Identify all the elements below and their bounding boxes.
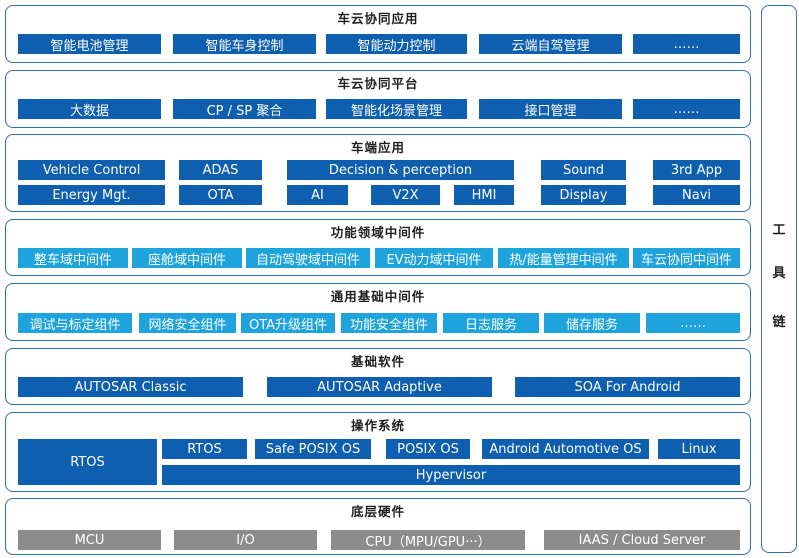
box-energy-mgt: Energy Mgt. <box>18 185 165 205</box>
toolchain-char: 具 <box>772 266 786 281</box>
box-display: Display <box>541 185 626 205</box>
box-soa-android: SOA For Android <box>515 377 740 397</box>
box-cpu: CPU（MPU/GPU···） <box>331 530 525 550</box>
box-vehicle-domain-mw: 整车域中间件 <box>18 248 128 268</box>
layer-cloud-vehicle-app: 车云协同应用 智能电池管理 智能车身控制 智能动力控制 云端自驾管理 …… <box>5 5 751 63</box>
box-debug-calib: 调试与标定组件 <box>18 313 132 333</box>
box-more: …… <box>646 313 740 333</box>
layer-common-middleware: 通用基础中间件 调试与标定组件 网络安全组件 OTA升级组件 功能安全组件 日志… <box>5 283 751 341</box>
toolchain-char: 工 <box>772 223 786 238</box>
box-android-automotive: Android Automotive OS <box>482 439 649 459</box>
box-3rd-app: 3rd App <box>653 160 740 180</box>
box-autosar-classic: AUTOSAR Classic <box>18 377 243 397</box>
box-ai: AI <box>287 185 348 205</box>
box-ota-upgrade: OTA升级组件 <box>241 313 335 333</box>
box-log-service: 日志服务 <box>443 313 539 333</box>
box-cloud-autodrive: 云端自驾管理 <box>479 34 622 54</box>
box-cloud-server: IAAS / Cloud Server <box>544 530 740 550</box>
layer-hardware: 底层硬件 MCU I/O CPU（MPU/GPU···） IAAS / Clou… <box>5 498 751 555</box>
box-autosar-adaptive: AUTOSAR Adaptive <box>267 377 492 397</box>
box-sound: Sound <box>541 160 626 180</box>
layer-base-software: 基础软件 AUTOSAR Classic AUTOSAR Adaptive SO… <box>5 348 751 405</box>
box-vehicle-control: Vehicle Control <box>18 160 165 180</box>
layer-title: 功能领域中间件 <box>330 225 426 240</box>
box-functional-safety: 功能安全组件 <box>341 313 437 333</box>
toolchain-sidebar: 工 具 链 <box>761 5 797 553</box>
box-ev-domain-mw: EV动力域中间件 <box>375 248 493 268</box>
box-cockpit-domain-mw: 座舱域中间件 <box>132 248 242 268</box>
box-interface-mgmt: 接口管理 <box>479 99 622 119</box>
box-navi: Navi <box>653 185 740 205</box>
box-rtos-main: RTOS <box>18 439 157 485</box>
box-more: …… <box>633 99 740 119</box>
layer-domain-middleware: 功能领域中间件 整车域中间件 座舱域中间件 自动驾驶域中间件 EV动力域中间件 … <box>5 219 751 276</box>
layer-title: 通用基础中间件 <box>330 289 426 304</box>
layer-cloud-vehicle-platform: 车云协同平台 大数据 CP / SP 聚合 智能化场景管理 接口管理 …… <box>5 70 751 128</box>
box-adas: ADAS <box>179 160 262 180</box>
box-io: I/O <box>174 530 317 550</box>
box-smart-battery: 智能电池管理 <box>18 34 161 54</box>
layer-title: 基础软件 <box>350 354 405 369</box>
layer-operating-system: 操作系统 RTOS RTOS Safe POSIX OS POSIX OS An… <box>5 412 751 492</box>
box-hmi: HMI <box>454 185 514 205</box>
box-smart-power: 智能动力控制 <box>326 34 467 54</box>
box-ota: OTA <box>179 185 262 205</box>
box-hypervisor: Hypervisor <box>162 465 740 485</box>
box-storage-service: 储存服务 <box>544 313 640 333</box>
layer-title: 底层硬件 <box>350 504 405 519</box>
box-thermal-mw: 热/能量管理中间件 <box>498 248 629 268</box>
box-posix-os: POSIX OS <box>386 439 470 459</box>
box-v2x: V2X <box>371 185 440 205</box>
box-cp-sp: CP / SP 聚合 <box>173 99 316 119</box>
layer-title: 车云协同平台 <box>337 76 419 91</box>
box-rtos: RTOS <box>162 439 247 459</box>
box-autodrive-domain-mw: 自动驾驶域中间件 <box>246 248 370 268</box>
box-cloud-vehicle-mw: 车云协同中间件 <box>633 248 740 268</box>
layer-title: 车云协同应用 <box>337 11 419 26</box>
layer-title: 操作系统 <box>350 418 405 433</box>
box-decision: Decision & perception <box>287 160 514 180</box>
box-smart-body: 智能车身控制 <box>173 34 316 54</box>
box-mcu: MCU <box>18 530 161 550</box>
layer-vehicle-app: 车端应用 Vehicle Control ADAS Decision & per… <box>5 134 751 212</box>
box-network-security: 网络安全组件 <box>139 313 236 333</box>
layer-title: 车端应用 <box>350 140 405 155</box>
box-big-data: 大数据 <box>18 99 161 119</box>
box-scene-mgmt: 智能化场景管理 <box>326 99 467 119</box>
toolchain-char: 链 <box>772 315 786 330</box>
box-linux: Linux <box>658 439 740 459</box>
box-more: …… <box>633 34 740 54</box>
box-safe-posix-os: Safe POSIX OS <box>255 439 371 459</box>
